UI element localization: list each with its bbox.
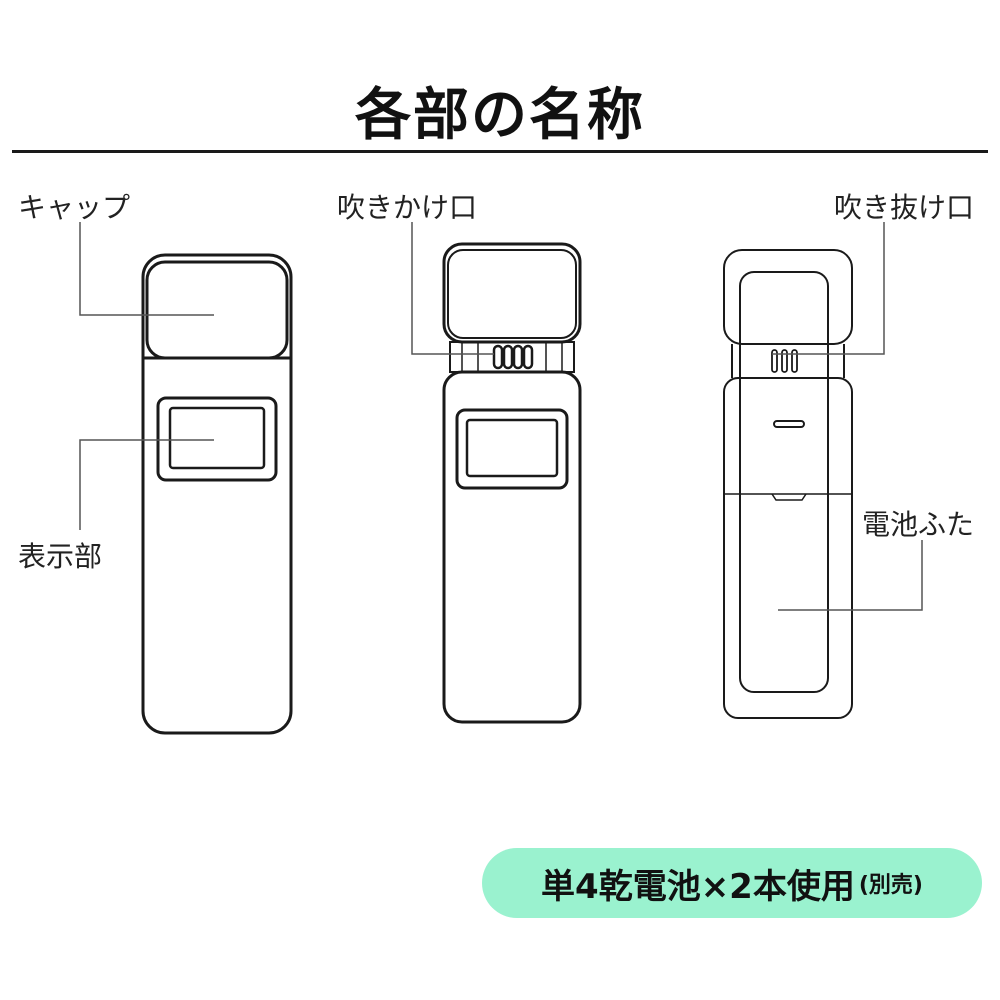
device2-display-frame [455,408,569,490]
device2-cap-inner [447,249,577,339]
battery-note-badge: 単4乾電池×2本使用 (別売) [482,848,982,918]
label-blow-in: 吹きかけ口 [337,191,478,224]
device2-inlet-slot-2 [502,344,514,370]
leader-battery [778,540,923,611]
device2-inlet-slot-3 [512,344,524,370]
leader-cap [79,222,214,316]
device3-outlet-slot-1 [771,349,778,373]
battery-note-sub: (別売) [858,873,923,898]
device-front-capped [141,253,293,735]
device-back [723,249,853,719]
device3-inner-channel [739,271,829,693]
device1-display-screen [168,406,266,470]
device3-outlet-slot-2 [781,349,788,373]
device-front-open [442,242,582,724]
device2-inlet-slot-1 [492,344,504,370]
device3-latch [773,420,805,428]
device2-body [442,370,582,724]
label-display: 表示部 [18,540,103,573]
battery-note-main: 単4乾電池×2本使用 [541,866,855,907]
device3-body [723,377,853,719]
device2-inlet-slot-4 [522,344,534,370]
device3-outlet-slot-3 [791,349,798,373]
leader-blow-out [772,222,885,355]
leader-display [79,439,214,530]
label-battery-cover: 電池ふた [862,508,975,541]
label-blow-out: 吹き抜け口 [834,191,975,224]
device3-cap [723,249,853,345]
device3-cover-notch [771,493,807,501]
page-title: 各部の名称 [355,83,645,148]
label-cap: キャップ [18,191,131,224]
device1-body [141,253,293,735]
title-divider [12,150,988,153]
device1-display-frame [156,396,278,482]
device2-display-screen [465,418,559,478]
device1-cap [145,260,289,360]
device2-cap [442,242,582,344]
device2-neck [449,341,575,373]
leader-blow-in [411,222,494,355]
